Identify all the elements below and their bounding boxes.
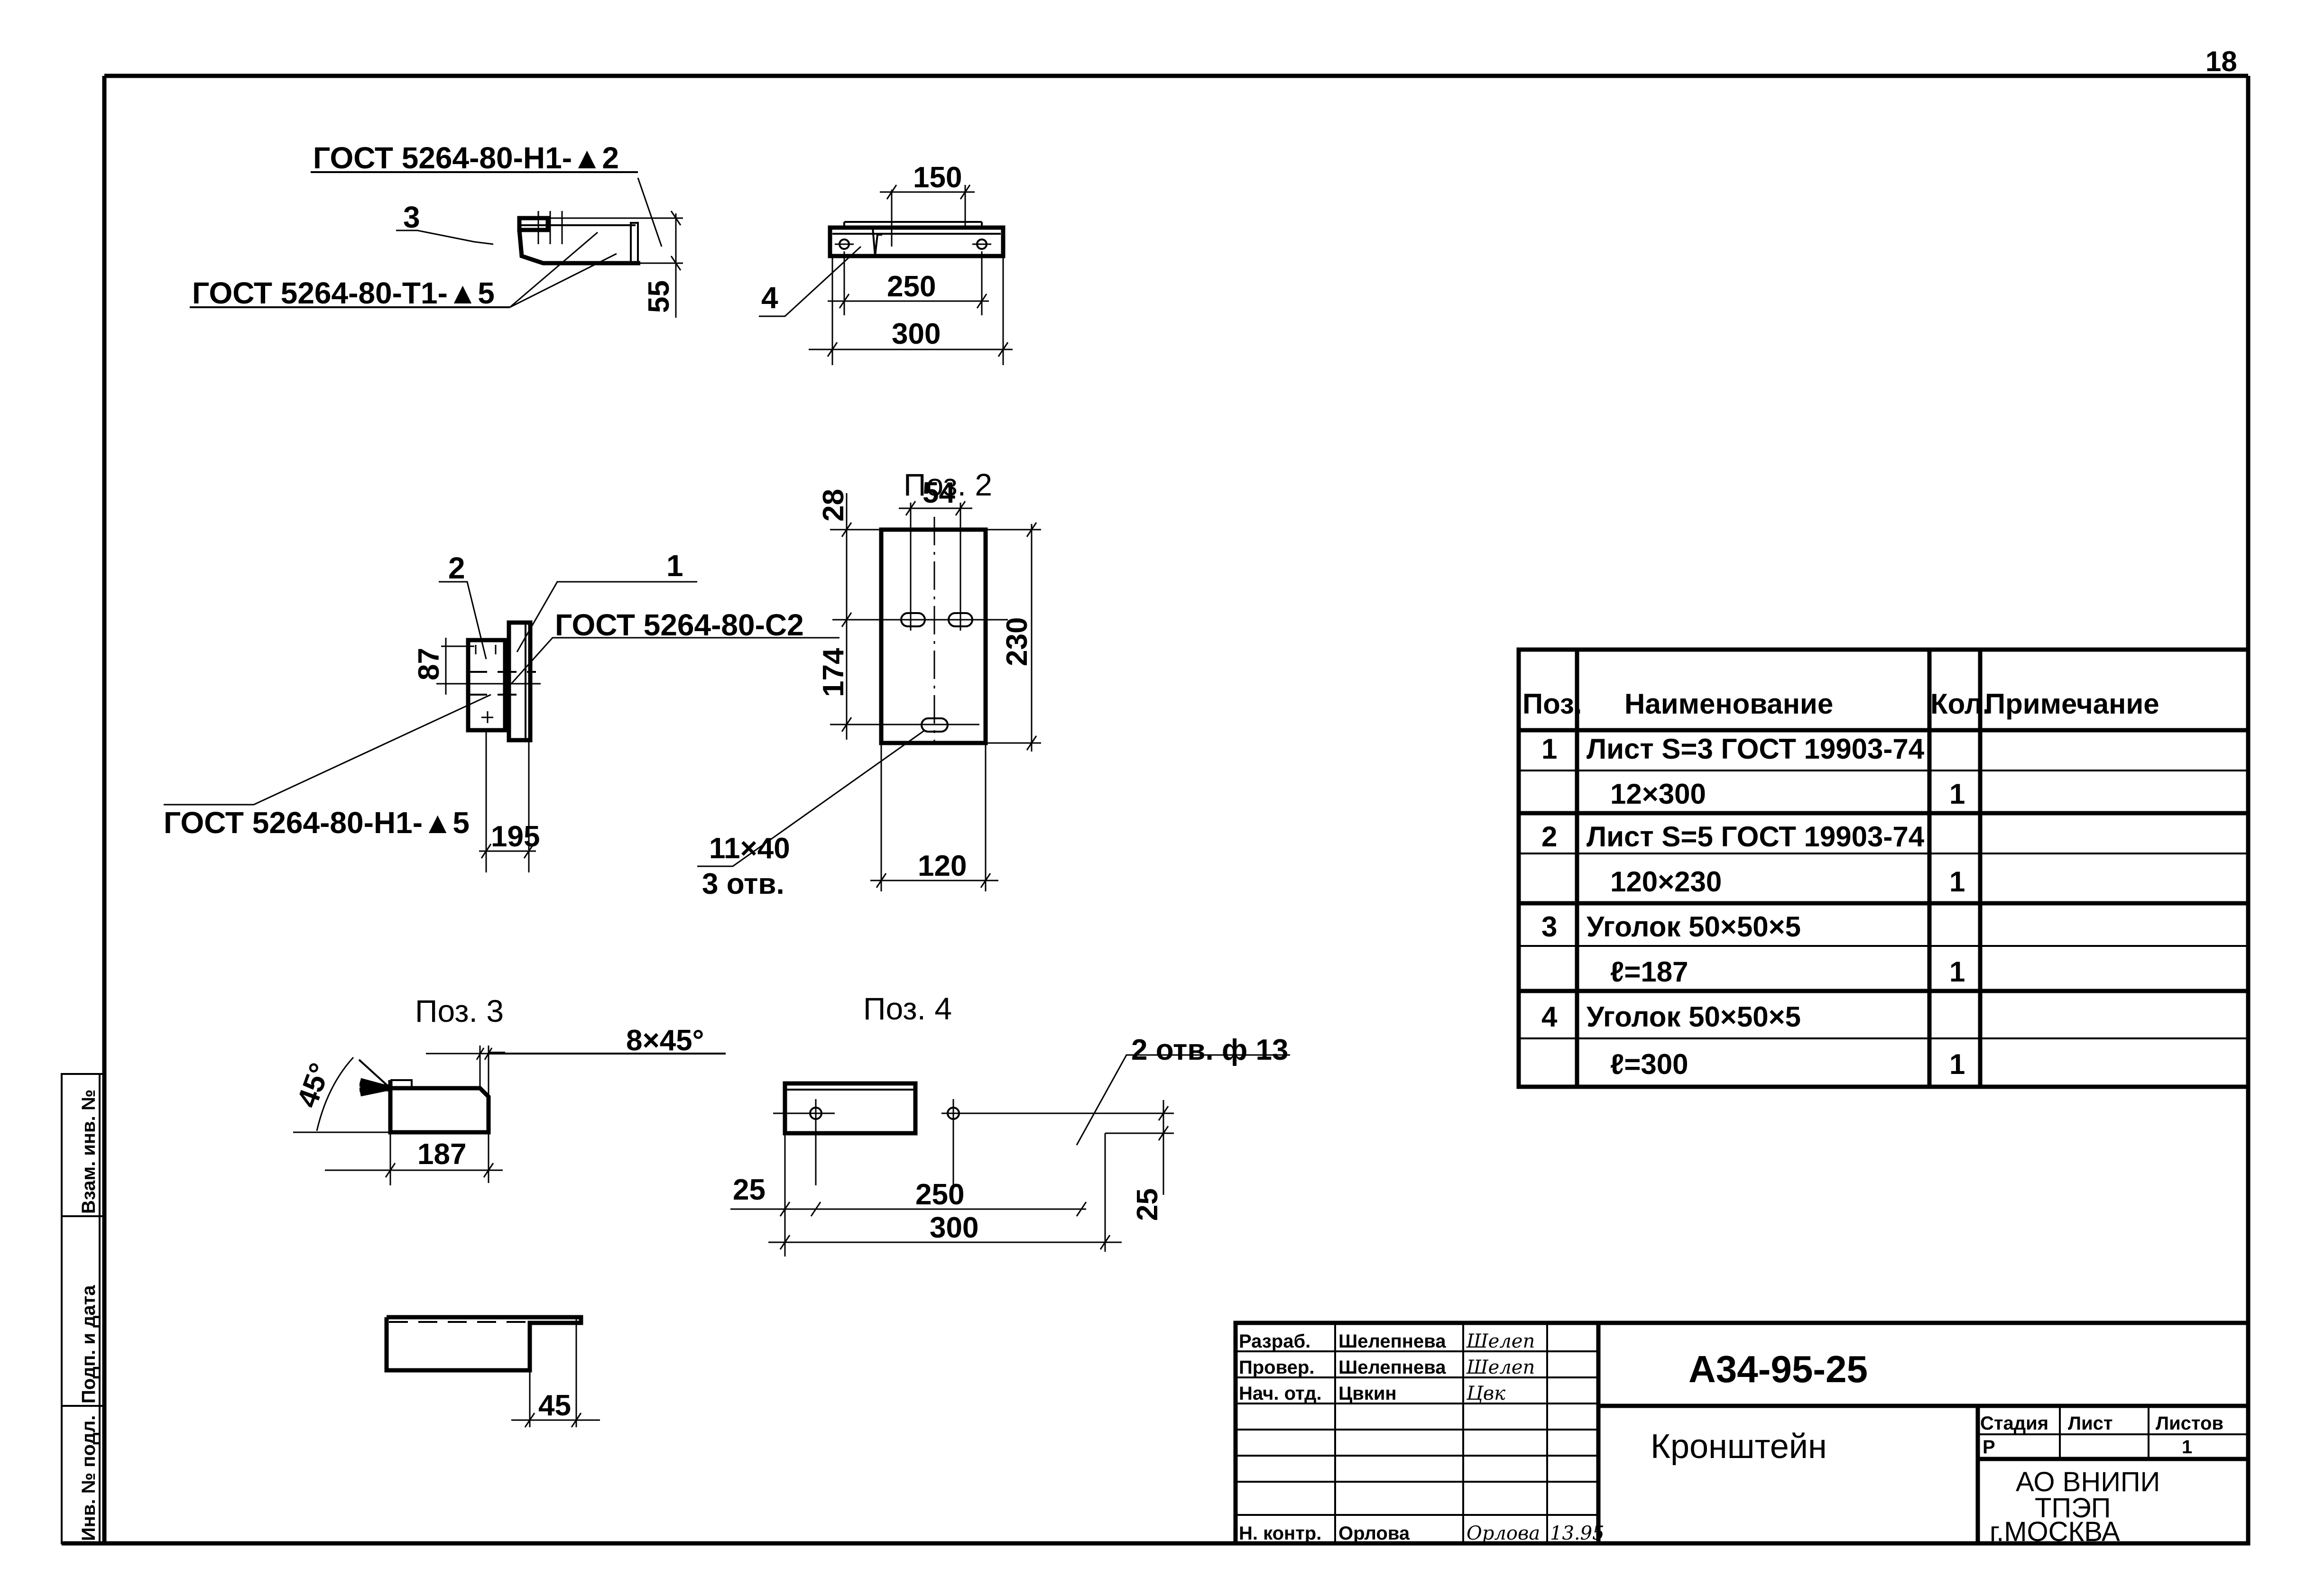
title-block-signature: Орлова [1467, 1523, 1540, 1544]
title-block-name: Орлова [1338, 1523, 1410, 1544]
spec-header-pos: Поз. [1522, 688, 1582, 720]
dim-300: 300 [892, 318, 941, 350]
spec-row-qty: 1 [1949, 956, 1965, 988]
title-block-role: Нач. отд. [1239, 1383, 1322, 1404]
view-pos4: Поз. 4 2 отв. ф 13 25 250 300 25 [730, 991, 1290, 1257]
spec-row-qty: 1 [1949, 866, 1965, 898]
title-block-signature: Шелеп [1466, 1357, 1535, 1378]
document-code: А34-95-25 [1688, 1348, 1868, 1390]
sheets-value: 1 [2182, 1437, 2192, 1458]
weld-note-bottom: ГОСТ 5264-80-Т1-▲5 [192, 276, 495, 310]
sheets-header: Листов [2156, 1413, 2223, 1434]
title-block-role: Провер. [1239, 1357, 1314, 1378]
angle-45: 45° [291, 1059, 337, 1112]
view-angle-section: 45 [384, 1315, 600, 1428]
document-title: Кронштейн [1651, 1428, 1827, 1466]
side-stamp-cell-sign-date: Подп. и дата [78, 1285, 99, 1403]
dim-150: 150 [913, 161, 962, 194]
dim-195: 195 [491, 820, 540, 853]
dim-250: 250 [887, 270, 936, 303]
spec-row-name: ℓ=187 [1610, 956, 1688, 988]
title-block-name: Цвкин [1338, 1383, 1397, 1404]
view-pos2: Поз. 2 54 28 174 230 120 11×40 3 [697, 467, 1041, 900]
org-line-1: АО ВНИПИ [2016, 1467, 2160, 1497]
spec-row-name: Лист S=5 ГОСТ 19903-74 [1587, 821, 1925, 853]
org-line-2: ТПЭП [2035, 1493, 2111, 1523]
dim-230: 230 [1001, 617, 1033, 666]
chamfer-note: 8×45° [626, 1024, 704, 1057]
dim-300: 300 [930, 1211, 978, 1244]
pos3-label: Поз. 3 [415, 993, 504, 1028]
side-stamp: Взам. инв. № Подп. и дата Инв. № подл. [61, 1073, 105, 1544]
title-block-signature: Цвк [1466, 1383, 1505, 1404]
title-block-name: Шелепнева [1338, 1357, 1446, 1378]
title-block-role: Н. контр. [1239, 1523, 1321, 1544]
spec-header-note: Примечание [1985, 688, 2159, 720]
dim-87: 87 [413, 648, 445, 680]
dim-120: 120 [918, 850, 967, 882]
weld-note-c2: ГОСТ 5264-80-С2 [555, 608, 804, 642]
org-line-3: г.МОСКВА [1990, 1516, 2120, 1547]
spec-table: Поз. Наименование Кол. Примечание [1516, 647, 2251, 1089]
spec-row-name: 120×230 [1610, 866, 1722, 898]
pos-callout-2: 2 [448, 551, 465, 585]
dim-25-right: 25 [1131, 1188, 1164, 1221]
title-block-date: 13.95 [1550, 1523, 1605, 1544]
sheet-number: 18 [2205, 46, 2237, 77]
stage-header: Стадия [1980, 1413, 2048, 1434]
title-block-signature: Шелеп [1466, 1330, 1535, 1352]
spec-row-name: Уголок 50×50×5 [1587, 911, 1801, 943]
pos-callout-1: 1 [666, 549, 683, 583]
dim-54: 54 [922, 477, 955, 509]
spec-row-qty: 1 [1949, 778, 1965, 810]
title-block: А34-95-25 Кронштейн Стадия Лист Листов Р… [1233, 1321, 2251, 1547]
spec-row-name: 12×300 [1610, 778, 1706, 810]
hole-note: 2 отв. ф 13 [1131, 1034, 1288, 1066]
hole-note-count: 3 отв. [702, 868, 784, 900]
spec-row-pos: 2 [1541, 821, 1557, 853]
pos2-label: Поз. 2 [904, 467, 992, 502]
title-block-name: Шелепнева [1338, 1331, 1446, 1352]
spec-row-name: Лист S=3 ГОСТ 19903-74 [1587, 733, 1925, 765]
stage-value: Р [1983, 1437, 1995, 1458]
spec-row-name: ℓ=300 [1610, 1048, 1688, 1080]
spec-table-rows: 1 Лист S=3 ГОСТ 19903-74 12×300 1 2 Лист S=5 … [1541, 733, 1965, 1080]
spec-row-pos: 3 [1541, 911, 1557, 943]
pos4-label: Поз. 4 [863, 991, 952, 1026]
weld-note-top: ГОСТ 5264-80-Н1-▲2 [313, 141, 619, 175]
weld-note-h1: ГОСТ 5264-80-Н1-▲5 [164, 806, 470, 840]
pos-callout-3: 3 [403, 200, 420, 234]
dim-250: 250 [915, 1178, 964, 1211]
title-block-role: Разраб. [1239, 1331, 1310, 1352]
spec-header-qty: Кол. [1930, 688, 1991, 720]
view-pos3: Поз. 3 45° 187 [291, 993, 726, 1185]
spec-row-pos: 4 [1541, 1001, 1558, 1033]
dim-25-left: 25 [733, 1174, 766, 1206]
sheet-header: Лист [2068, 1413, 2113, 1434]
spec-row-qty: 1 [1949, 1048, 1965, 1080]
spec-row-pos: 1 [1541, 733, 1557, 765]
spec-row-name: Уголок 50×50×5 [1587, 1001, 1801, 1033]
dim-28: 28 [817, 489, 850, 522]
hole-note-size: 11×40 [709, 832, 790, 865]
dim-174: 174 [817, 648, 850, 697]
view-assembly-weld: ГОСТ 5264-80-Н1-▲2 3 55 ГОСТ 5264-80-Т1-… [190, 141, 683, 318]
pos-callout-4: 4 [761, 281, 778, 315]
dim-45: 45 [538, 1389, 571, 1422]
side-stamp-cell-replace-inv: Взам. инв. № [78, 1090, 99, 1214]
dim-187: 187 [417, 1138, 466, 1171]
dim-55: 55 [643, 280, 675, 313]
view-assembly-front: 150 250 300 4 [759, 161, 1013, 365]
view-assembly-side: 2 1 87 ГОСТ 5264-80-С2 ГОСТ 5264-80-Н1-▲… [164, 549, 839, 872]
spec-header-name: Наименование [1624, 688, 1833, 720]
side-stamp-cell-orig-inv: Инв. № подл. [78, 1415, 99, 1541]
